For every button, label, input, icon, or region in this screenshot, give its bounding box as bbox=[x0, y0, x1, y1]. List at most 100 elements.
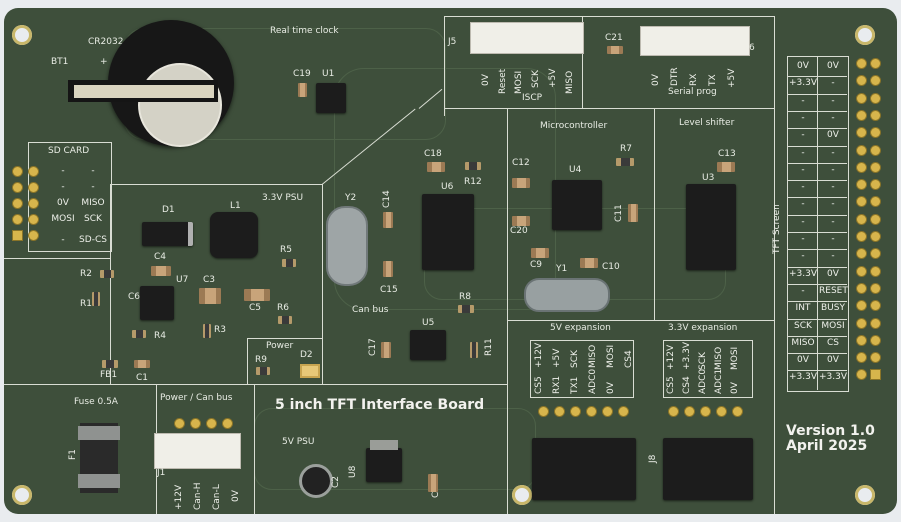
ref-r2: R2 bbox=[80, 269, 92, 279]
tft-cell: - bbox=[801, 199, 805, 210]
expansion-pin bbox=[602, 406, 613, 417]
ref-j5: J5 bbox=[448, 37, 457, 47]
expansion-pin-label: CS5 bbox=[666, 376, 676, 394]
resistor bbox=[458, 305, 474, 313]
iscp-pin-label: 0V bbox=[481, 74, 491, 86]
sd-cell: - bbox=[61, 235, 65, 245]
iscp-header[interactable] bbox=[470, 22, 584, 54]
tft-pad bbox=[870, 352, 881, 364]
expansion-pin-label: +3.3V bbox=[682, 341, 692, 370]
exp33v-pin-table bbox=[663, 340, 753, 398]
tft-pad bbox=[870, 282, 881, 294]
iscp-pin-label: MISO bbox=[565, 70, 575, 94]
tft-cell: MOSI bbox=[821, 320, 845, 331]
tft-cell: +3.3V bbox=[819, 372, 848, 383]
ref-r6: R6 bbox=[277, 303, 289, 313]
section-label-level-shifter: Level shifter bbox=[679, 118, 735, 128]
section-label-serial-prog: Serial prog bbox=[668, 87, 717, 97]
mounting-hole bbox=[855, 485, 875, 505]
capacitor bbox=[607, 46, 623, 54]
section-label-5v-psu: 5V PSU bbox=[282, 437, 315, 447]
serial-pin-label: TX bbox=[708, 74, 718, 86]
ref-c20: C20 bbox=[510, 226, 528, 236]
ref-r5: R5 bbox=[280, 245, 292, 255]
expansion-pin-label: RX1 bbox=[552, 375, 562, 394]
ref-c4: C4 bbox=[154, 252, 167, 262]
tft-pad bbox=[856, 352, 867, 364]
expansion-pin bbox=[684, 406, 695, 417]
power-can-connector[interactable] bbox=[154, 433, 241, 469]
tft-cell: - bbox=[831, 199, 835, 210]
ref-c6: C6 bbox=[128, 292, 141, 302]
ref-j1: J1 bbox=[157, 468, 166, 478]
section-label-fuse: Fuse 0.5A bbox=[74, 397, 118, 407]
resistor bbox=[92, 292, 100, 306]
ref-bt1: BT1 bbox=[51, 57, 69, 67]
resistor bbox=[616, 158, 634, 166]
section-label-tft-screen: TFT Screen bbox=[772, 204, 782, 254]
serial-pin-label: DTR bbox=[670, 67, 680, 86]
capacitor bbox=[512, 216, 530, 226]
tft-pad bbox=[856, 196, 867, 208]
tft-cell: - bbox=[831, 147, 835, 158]
capacitor bbox=[531, 248, 549, 258]
exp5v-header[interactable] bbox=[532, 438, 636, 500]
tft-pad bbox=[856, 317, 867, 329]
ref-l1: L1 bbox=[230, 201, 241, 211]
rtc-chip-u1 bbox=[316, 83, 346, 113]
tft-cell: - bbox=[801, 285, 805, 296]
serial-pin-label: +5V bbox=[727, 68, 737, 88]
expansion-pin-label: MOSI bbox=[606, 344, 616, 368]
tft-cell: MISO bbox=[791, 337, 815, 348]
expansion-pin bbox=[618, 406, 629, 417]
ref-y2: Y2 bbox=[345, 193, 357, 203]
tft-cell: - bbox=[831, 216, 835, 227]
ref-r3: R3 bbox=[214, 325, 226, 335]
diode-d1 bbox=[142, 222, 193, 246]
tft-cell: - bbox=[831, 78, 835, 89]
power-can-pin-label: 0V bbox=[231, 490, 241, 502]
regulator-u8 bbox=[366, 448, 402, 482]
ref-r1: R1 bbox=[80, 299, 92, 309]
ref-fb1: FB1 bbox=[100, 370, 118, 380]
ref-cr2032: CR2032 bbox=[88, 37, 124, 47]
expansion-pin-label: CS5 bbox=[534, 376, 544, 394]
ref-c11: C11 bbox=[614, 204, 624, 222]
capacitor bbox=[383, 212, 393, 228]
tft-pad bbox=[856, 282, 867, 294]
exp33v-header[interactable] bbox=[663, 438, 753, 500]
capacitor bbox=[199, 288, 221, 304]
coin-cell bbox=[138, 63, 222, 147]
resistor bbox=[132, 330, 146, 338]
tft-cell: - bbox=[831, 234, 835, 244]
capacitor bbox=[512, 178, 530, 188]
mounting-hole bbox=[12, 485, 32, 505]
section-label-5v-expansion: 5V expansion bbox=[550, 323, 611, 333]
expansion-pin-label: MOSI bbox=[730, 346, 740, 370]
ref-y1: Y1 bbox=[556, 264, 568, 274]
resistor bbox=[203, 324, 211, 338]
tft-pad bbox=[856, 161, 867, 173]
tft-cell: - bbox=[801, 95, 805, 106]
power-led-d2 bbox=[300, 364, 320, 378]
expansion-pin-label: CS4 bbox=[624, 350, 634, 368]
resistor bbox=[470, 342, 478, 358]
board-title: 5 inch TFT Interface Board bbox=[275, 397, 485, 413]
serial-pin-label: 0V bbox=[651, 74, 661, 86]
tft-pad bbox=[856, 92, 867, 104]
ref-u8: U8 bbox=[348, 465, 358, 478]
tft-pad bbox=[856, 265, 867, 277]
ref-c2: C2 bbox=[331, 475, 341, 488]
expansion-pin bbox=[732, 406, 743, 417]
power-can-pin-label: Can-H bbox=[193, 482, 203, 510]
serial-pin-label: RX bbox=[689, 73, 699, 86]
ref-r9: R9 bbox=[255, 355, 267, 365]
tft-cell: SCK bbox=[794, 320, 812, 331]
sd-cell: - bbox=[61, 166, 65, 176]
capacitor bbox=[428, 474, 438, 492]
capacitor bbox=[151, 266, 171, 276]
tft-cell: - bbox=[831, 95, 835, 106]
board-version: Version 1.0 bbox=[786, 423, 875, 439]
tft-cell: 0V bbox=[827, 61, 839, 71]
serial-prog-header[interactable] bbox=[640, 26, 750, 56]
